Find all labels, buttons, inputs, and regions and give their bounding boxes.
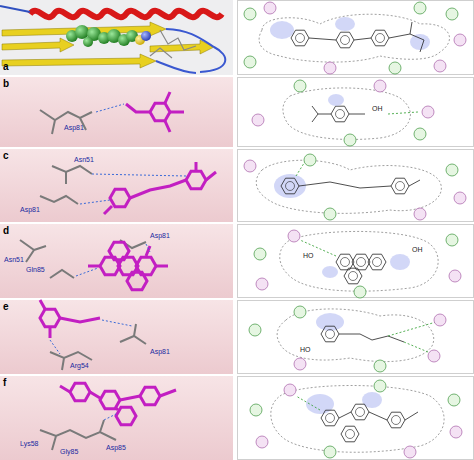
atom-label: HO bbox=[300, 346, 311, 353]
residue-label: Asn51 bbox=[74, 156, 94, 163]
panel-letter: a bbox=[3, 62, 9, 72]
panel-letter: c bbox=[3, 151, 9, 161]
residue-label: Asp81 bbox=[64, 124, 84, 131]
residue-label: Lys58 bbox=[20, 440, 38, 447]
residue-label: Asp81 bbox=[150, 348, 170, 355]
panel-letter: f bbox=[3, 378, 6, 388]
residue-label: Asp81 bbox=[20, 206, 40, 213]
panel-letter: b bbox=[3, 79, 9, 89]
residue-label: Gly85 bbox=[60, 448, 78, 455]
residue-label: Asp81 bbox=[150, 232, 170, 239]
residue-label: Arg54 bbox=[70, 362, 89, 369]
residue-label: Asp85 bbox=[106, 444, 126, 451]
atom-label: OH bbox=[372, 105, 383, 112]
residue-label: Gln85 bbox=[26, 266, 45, 273]
residue-label: Asn51 bbox=[4, 256, 24, 263]
atom-label: OH bbox=[412, 246, 423, 253]
panel-letter: e bbox=[3, 302, 9, 312]
atom-label: HO bbox=[303, 252, 314, 259]
panel-letter: d bbox=[3, 226, 9, 236]
